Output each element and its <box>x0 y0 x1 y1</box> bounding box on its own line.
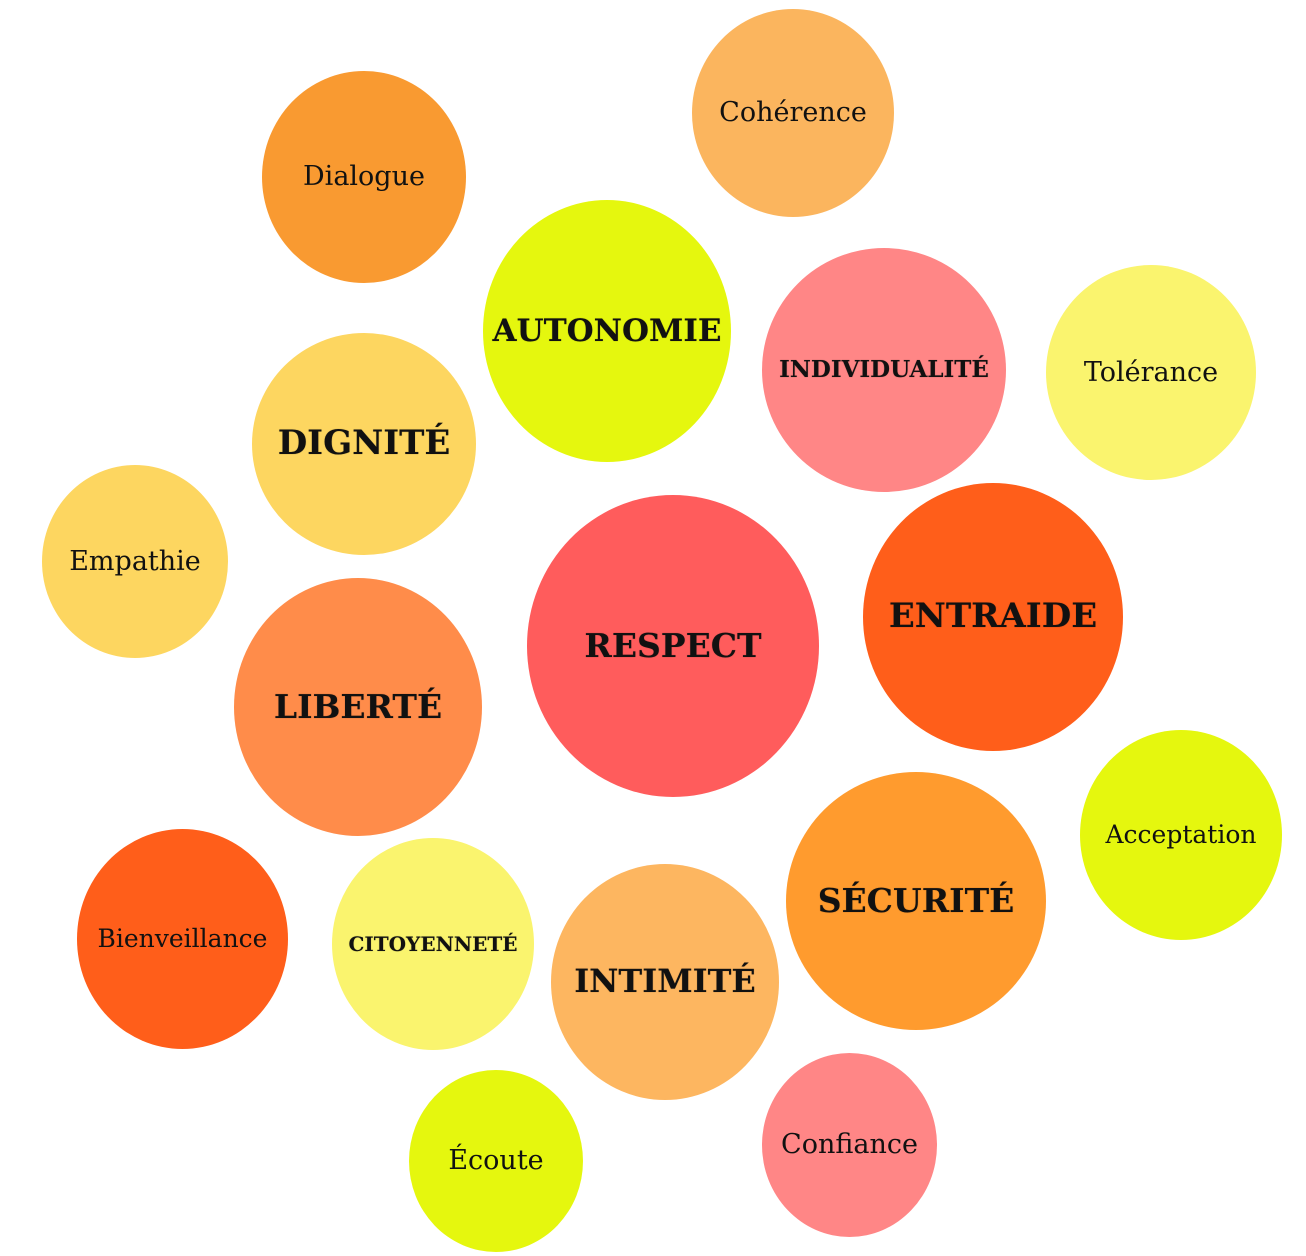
bubble-label: INTIMITÉ <box>574 962 756 1001</box>
bubble-empathie: Empathie <box>42 465 228 658</box>
bubble-ecoute: Écoute <box>409 1070 583 1252</box>
bubble-label: Bienveillance <box>97 924 268 954</box>
bubble-dignite: DIGNITÉ <box>252 333 476 555</box>
bubble-bienveillance: Bienveillance <box>77 829 288 1049</box>
bubble-confiance: Confiance <box>762 1053 937 1237</box>
bubble-individualite: INDIVIDUALITÉ <box>762 248 1006 492</box>
bubble-acceptation: Acceptation <box>1080 730 1282 940</box>
bubble-label: AUTONOMIE <box>492 312 722 349</box>
bubble-securite: SÉCURITÉ <box>786 772 1046 1030</box>
bubble-label: Dialogue <box>303 161 425 193</box>
bubble-liberte: LIBERTÉ <box>234 578 482 836</box>
bubble-label: LIBERTÉ <box>273 686 443 726</box>
bubble-autonomie: AUTONOMIE <box>483 200 731 462</box>
bubble-label: INDIVIDUALITÉ <box>779 356 989 384</box>
bubble-tolerance: Tolérance <box>1046 265 1256 480</box>
bubble-entraide: ENTRAIDE <box>863 483 1123 751</box>
bubble-label: Cohérence <box>719 97 867 129</box>
bubble-label: Confiance <box>781 1129 918 1161</box>
bubble-citoyennete: CITOYENNETÉ <box>332 838 534 1050</box>
bubble-label: SÉCURITÉ <box>817 880 1015 920</box>
bubble-dialogue: Dialogue <box>262 71 466 283</box>
bubble-label: ENTRAIDE <box>888 596 1098 637</box>
bubble-coherence: Cohérence <box>692 9 894 217</box>
bubble-label: Acceptation <box>1105 820 1257 850</box>
bubble-label: RESPECT <box>584 625 762 665</box>
bubble-label: Empathie <box>69 545 201 577</box>
bubble-respect: RESPECT <box>527 495 819 797</box>
bubble-label: CITOYENNETÉ <box>348 932 518 956</box>
bubble-label: Écoute <box>448 1145 544 1177</box>
bubble-label: DIGNITÉ <box>277 423 451 464</box>
bubble-intimite: INTIMITÉ <box>551 864 779 1100</box>
bubble-label: Tolérance <box>1083 356 1219 388</box>
